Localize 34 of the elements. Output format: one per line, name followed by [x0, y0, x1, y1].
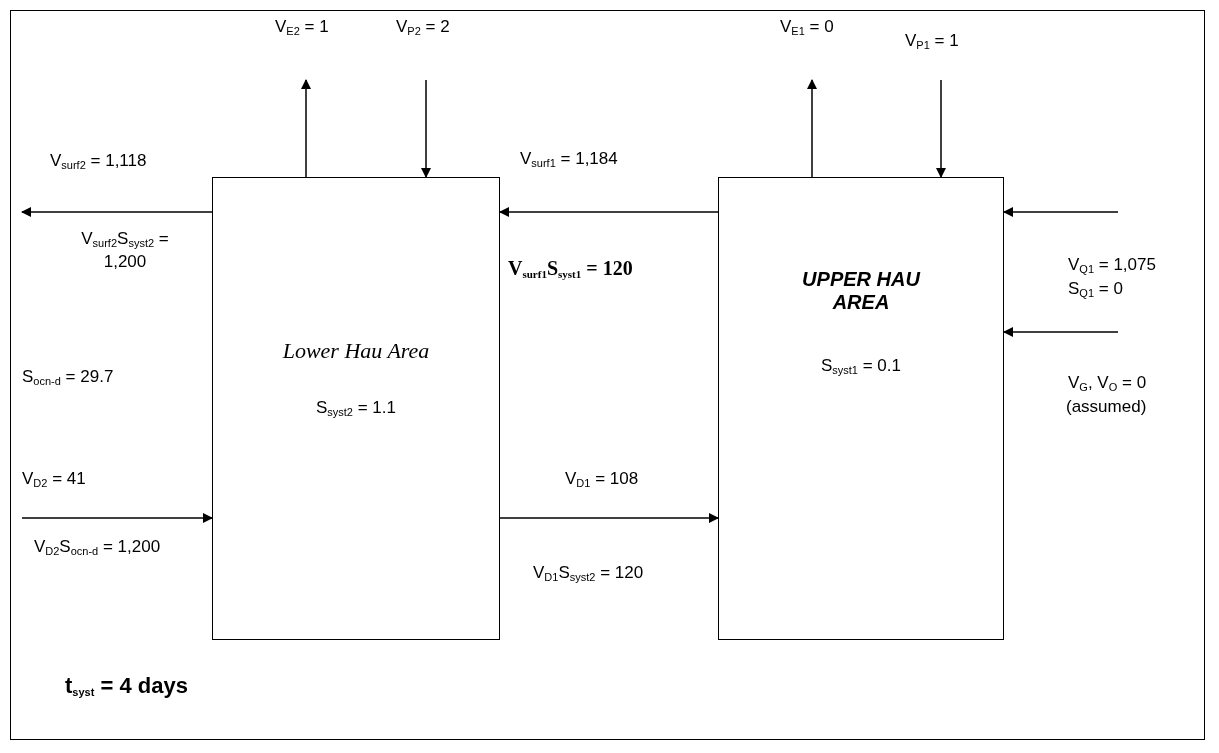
edge-label: V$_{P2}$ = 2 [396, 16, 450, 39]
edge-label: V$_{surf2}$ = 1,118 [50, 150, 147, 173]
arrow [21, 513, 213, 523]
arrow [21, 207, 213, 217]
flux-text: (assumed) [1066, 396, 1147, 418]
edge-label: V$_{E2}$ = 1 [275, 16, 329, 39]
arrow [499, 513, 719, 523]
edge-label: V$_{P1}$ = 1 [905, 30, 959, 53]
edge-label: V$_{surf1}$ = 1,184 [520, 148, 618, 171]
flux-text: V$_{D2}$S$_{ocn-d}$ = 1,200 [32, 536, 162, 559]
edge-label: V$_{E1}$ = 0 [780, 16, 834, 39]
edge-label: V$_{Q1}$ = 1,075 [1068, 254, 1156, 277]
flux-text: S$_{ocn-d}$ = 29.7 [22, 366, 114, 389]
arrow [301, 79, 311, 178]
salinity-text: S$_{syst1}$ = 0.1 [819, 356, 902, 376]
salinity-text: S$_{syst2}$ = 1.1 [314, 398, 397, 418]
edge-label: V$_{G}$, V$_{O}$ = 0 [1068, 372, 1147, 395]
arrow [936, 79, 946, 178]
area-title: UPPER HAU AREA [801, 268, 922, 314]
flux-text: V$_{D1}$S$_{syst2}$ = 120 [533, 562, 644, 585]
edge-label: V$_{D2}$ = 41 [22, 468, 86, 491]
flux-text: V$_{surf1}$S$_{syst1}$ = 120 [508, 256, 634, 282]
residence-time-text: t$_{syst}$ = 4 days [65, 672, 188, 700]
area-title: Lower Hau Area [281, 338, 431, 364]
arrow [421, 79, 431, 178]
arrow [807, 79, 817, 178]
area-box [212, 177, 500, 640]
flux-text: V$_{surf2}$S$_{syst2}$ = 1,200 [80, 228, 170, 272]
arrow [1003, 327, 1119, 337]
area-box [718, 177, 1004, 640]
flux-text: S$_{Q1}$ = 0 [1068, 278, 1123, 301]
arrow [499, 207, 719, 217]
arrow [1003, 207, 1119, 217]
edge-label: V$_{D1}$ = 108 [565, 468, 639, 491]
